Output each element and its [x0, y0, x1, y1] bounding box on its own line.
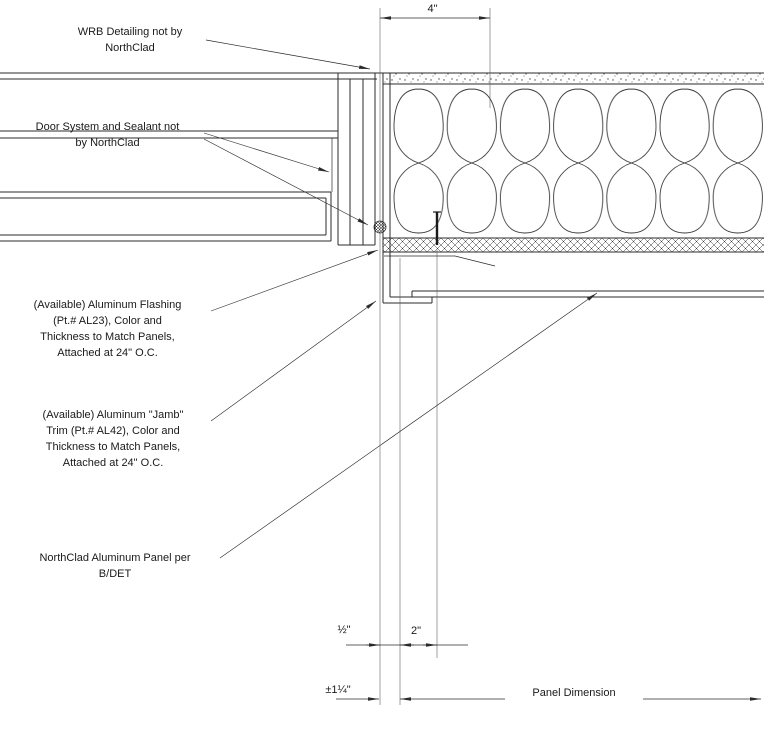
furring-crosshatch-layer	[383, 237, 764, 253]
leader-flashing	[210, 249, 379, 312]
leader-door-sealant	[203, 138, 369, 226]
leader-jamb-trim	[210, 300, 377, 422]
dimension-two-inch-label: 2"	[410, 625, 422, 637]
leader-door-frame	[203, 132, 330, 173]
flashing-and-fastener	[384, 211, 496, 267]
door-frame	[331, 73, 376, 246]
leader-wrb	[205, 39, 371, 70]
annotation-panel: NorthClad Aluminum Panel per B/DET	[39, 552, 191, 580]
batt-insulation-hatch	[392, 85, 764, 237]
jamb-trim-and-panel	[382, 73, 764, 304]
dimension-half-inch-label: ½"	[337, 624, 351, 636]
extension-lines	[379, 8, 491, 705]
door-leaf	[0, 130, 338, 242]
sheathing-band	[0, 72, 764, 85]
leader-panel	[219, 292, 598, 559]
annotation-flashing: (Available) Aluminum Flashing (Pt.# AL23…	[33, 299, 182, 359]
dimension-top-width-label: 4"	[427, 3, 438, 15]
dimension-panel-dimension-label: Panel Dimension	[505, 686, 643, 700]
leader-lines	[203, 39, 598, 559]
flashing-drip	[384, 255, 496, 267]
annotation-wrb: WRB Detailing not by NorthClad	[77, 26, 183, 54]
dimension-panel-offset-label: ±1¼"	[325, 684, 351, 696]
annotation-door-system: Door System and Sealant not by NorthClad	[35, 121, 180, 149]
annotation-jamb-trim: (Available) Aluminum "Jamb" Trim (Pt.# A…	[42, 409, 184, 469]
